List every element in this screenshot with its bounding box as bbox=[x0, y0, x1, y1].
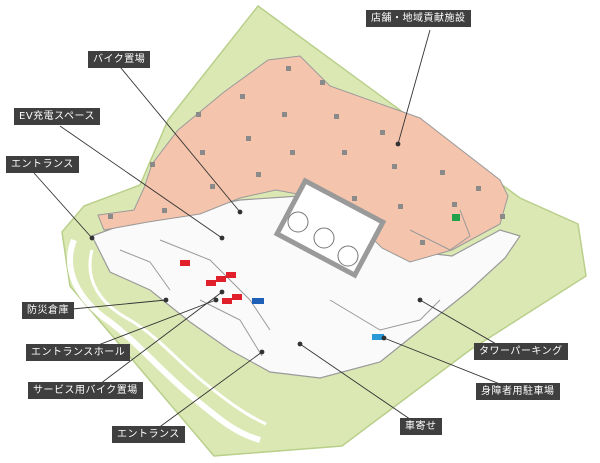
column-marker bbox=[286, 66, 291, 71]
green-marker bbox=[452, 214, 460, 221]
column-marker bbox=[452, 202, 457, 207]
leader-dot bbox=[219, 289, 225, 295]
column-marker bbox=[290, 150, 295, 155]
service-bike-spot bbox=[252, 298, 264, 304]
label-entrance-hall: エントランスホール bbox=[26, 344, 131, 361]
column-marker bbox=[196, 112, 201, 117]
accessible-parking-spot bbox=[372, 334, 384, 340]
label-carport: 車寄せ bbox=[400, 418, 442, 435]
label-ev-charging: EV充電スペース bbox=[14, 108, 100, 125]
label-shops: 店舗・地域貢献施設 bbox=[366, 10, 471, 27]
column-marker bbox=[162, 208, 167, 213]
shops-zone bbox=[97, 55, 509, 263]
label-accessible-parking: 身障者用駐車場 bbox=[476, 383, 560, 400]
column-marker bbox=[246, 136, 251, 141]
column-marker bbox=[200, 150, 205, 155]
column-marker bbox=[440, 170, 445, 175]
bike-parking-spots bbox=[180, 260, 242, 304]
label-disaster-storage: 防災倉庫 bbox=[22, 302, 74, 319]
column-marker bbox=[282, 112, 287, 117]
embankment-curve bbox=[67, 238, 261, 443]
leader-dot bbox=[417, 297, 423, 303]
column-marker bbox=[476, 186, 481, 191]
column-marker bbox=[256, 172, 261, 177]
column-marker bbox=[392, 164, 397, 169]
column-marker bbox=[342, 150, 347, 155]
embankment-inner-curve bbox=[88, 249, 267, 426]
turntable-1 bbox=[287, 211, 309, 233]
column-marker bbox=[210, 184, 215, 189]
label-tower-parking: タワーパーキング bbox=[474, 343, 568, 360]
turntable-2 bbox=[313, 227, 335, 249]
leader-dot bbox=[297, 341, 303, 347]
turntable-3 bbox=[337, 245, 359, 267]
label-entrance-top: エントランス bbox=[6, 156, 79, 173]
column-marker bbox=[380, 130, 385, 135]
interior-walls bbox=[119, 209, 471, 357]
leader-dot bbox=[219, 235, 225, 241]
leader-dot bbox=[163, 297, 169, 303]
leader-dot bbox=[89, 235, 95, 241]
column-markers bbox=[108, 66, 505, 245]
column-marker bbox=[420, 240, 425, 245]
leader-dot bbox=[237, 209, 243, 215]
column-marker bbox=[240, 94, 245, 99]
column-marker bbox=[352, 196, 357, 201]
label-entrance-bottom: エントランス bbox=[112, 426, 185, 443]
label-bike-parking: バイク置場 bbox=[88, 51, 151, 68]
leader-dot bbox=[259, 349, 265, 355]
column-marker bbox=[398, 204, 403, 209]
column-marker bbox=[108, 214, 113, 219]
column-marker bbox=[320, 80, 325, 85]
column-marker bbox=[334, 114, 339, 119]
building-footprint bbox=[91, 195, 521, 379]
leader-dot bbox=[381, 335, 387, 341]
column-marker bbox=[500, 214, 505, 219]
leader-dots bbox=[89, 141, 423, 355]
leader-dot bbox=[213, 297, 219, 303]
leader-dot bbox=[395, 141, 401, 147]
column-marker bbox=[150, 162, 155, 167]
label-service-bike-parking: サービス用バイク置場 bbox=[28, 382, 143, 399]
